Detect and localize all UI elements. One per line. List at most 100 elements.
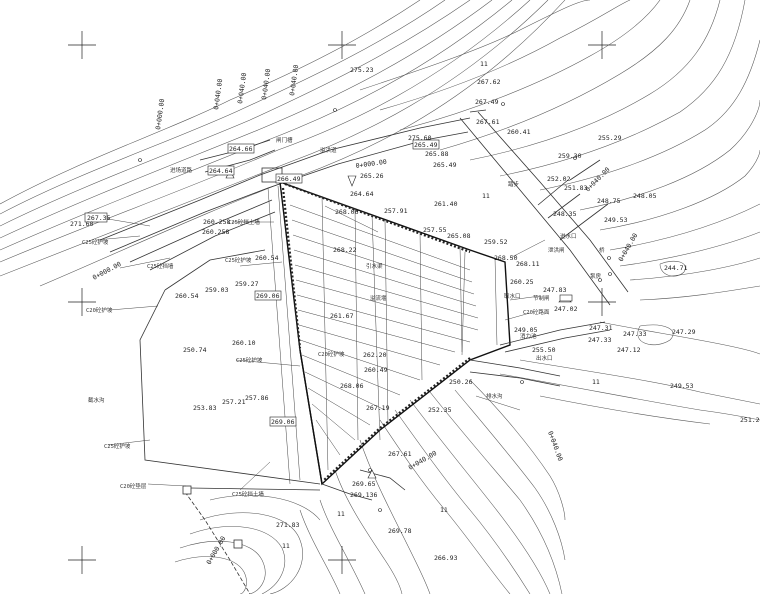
elev-25124: 251.24 — [740, 416, 760, 424]
box-elev-7: 269.06 — [271, 418, 295, 426]
callout-c25-3: C25砼护坡 — [225, 256, 252, 264]
elev-26811: 268.11 — [516, 260, 540, 268]
elev-25903: 259.03 — [205, 286, 229, 294]
elev-26025b: 260.258 — [203, 218, 230, 226]
elev-26167: 261.67 — [330, 312, 354, 320]
callout-c25-5: C25砼护坡 — [236, 356, 263, 364]
dist-2620: 262.20 — [363, 351, 387, 359]
elev-24733-b: 247.33 — [588, 336, 612, 344]
elev-25721: 257.21 — [222, 398, 246, 406]
station-top-5: 0+040.00 — [288, 64, 300, 96]
leader-lines — [95, 216, 546, 491]
index-11-b: 11 — [482, 192, 490, 200]
station-top-3: 0+040.00 — [236, 72, 248, 104]
station-top-4: 0+040.00 — [260, 68, 272, 100]
elev-26978: 269.78 — [388, 527, 412, 535]
station-left: 0+000.00 — [91, 260, 122, 282]
elev-24471: 244.71 — [664, 264, 688, 272]
note-bridge: 桥 — [599, 246, 605, 254]
elev-27560: 275.60 — [408, 134, 432, 142]
note-water: 取水口 — [504, 292, 521, 300]
spillway-channel — [459, 109, 629, 306]
elev-25550: 255.50 — [532, 346, 556, 354]
elev-26693: 266.93 — [434, 554, 458, 562]
elev-26549c: 265.49 — [433, 161, 457, 169]
elev-24875: 248.75 — [597, 197, 621, 205]
boxed-labels: 267.35 264.64 264.66 266.49 265.49 269.0… — [84, 139, 440, 427]
elev-25074: 250.74 — [183, 346, 207, 354]
index-11-a: 11 — [480, 60, 488, 68]
box-elev-1: 267.35 — [87, 214, 111, 222]
callout-c20-4: C20砼路面 — [523, 308, 550, 316]
elev-26806: 268.06 — [335, 208, 359, 216]
feature-notes: 进场道路 闸门槽 溢洪道 踏步 进水口 泵房 取水口 截水沟 排水沟 消力池 出… — [88, 136, 605, 404]
box-elev-6: 269.06 — [256, 292, 280, 300]
main-structure — [267, 180, 511, 486]
elev-26010: 260.10 — [232, 339, 256, 347]
elev-26965: 269.65 — [352, 480, 376, 488]
index-11-c: 11 — [592, 378, 600, 386]
elev-26526: 265.26 — [360, 172, 384, 180]
elev-24702: 247.02 — [554, 305, 578, 313]
note-intake: 进水口 — [560, 232, 577, 240]
elev-26719: 267.19 — [366, 404, 390, 412]
elev-27183: 271.83 — [276, 521, 300, 529]
callout-c25-4: C25砼挡土墙 — [228, 218, 260, 226]
note-pump: 泵房 — [590, 272, 602, 280]
elev-27523: 275.23 — [350, 66, 374, 74]
callout-c25-7: C25砼挡土墙 — [232, 490, 264, 498]
note-gate: 闸门槽 — [276, 136, 293, 144]
callout-c20-2: C20砼垫层 — [120, 482, 147, 490]
box-elev-4: 266.49 — [277, 175, 301, 183]
elev-25529: 255.29 — [598, 134, 622, 142]
contours-bottom — [174, 379, 566, 594]
elev-26749: 267.49 — [475, 98, 499, 106]
index-11-f: 11 — [440, 506, 448, 514]
elev-26762: 267.62 — [477, 78, 501, 86]
elev-24953b: 249.53 — [604, 216, 628, 224]
elev-26054-b: 260.54 — [255, 254, 279, 262]
note-sluice: 节制闸 — [533, 294, 550, 302]
elev-26588: 265.88 — [425, 150, 449, 158]
elev-25235: 252.35 — [428, 406, 452, 414]
note-river: 溢洪道 — [320, 146, 337, 154]
station-top-2: 0+040.00 — [212, 78, 224, 110]
elev-24905: 249.05 — [514, 326, 538, 334]
box-elev-3: 264.66 — [229, 145, 253, 153]
callout-c20-3: C20砼护坡 — [318, 350, 345, 358]
note-mudd: 消力池 — [520, 332, 537, 340]
elev-25383: 253.83 — [193, 404, 217, 412]
note-road: 进场道路 — [170, 166, 193, 174]
elev-24835: 248.35 — [553, 210, 577, 218]
contour-index: 11 11 11 11 11 11 — [282, 60, 600, 550]
elev-24729: 247.29 — [672, 328, 696, 336]
elev-25786: 257.86 — [245, 394, 269, 402]
elev-26761: 267.61 — [476, 118, 500, 126]
note-channel: 引水渠 — [366, 262, 383, 270]
elev-26806-b: 268.06 — [340, 382, 364, 390]
elev-26049: 260.49 — [364, 366, 388, 374]
elev-25755: 257.55 — [423, 226, 447, 234]
elev-24731: 247.31 — [589, 324, 613, 332]
note-stair: 踏步 — [508, 180, 520, 188]
elev-24783: 247.83 — [543, 286, 567, 294]
elev-25952: 259.52 — [484, 238, 508, 246]
elev-26140: 261.40 — [434, 200, 458, 208]
elev-26041: 260.41 — [507, 128, 531, 136]
elev-24805: 248.05 — [633, 192, 657, 200]
note-level: 溢流堰 — [370, 294, 387, 302]
elev-25927: 259.27 — [235, 280, 259, 288]
elev-269136: 269.136 — [350, 491, 377, 499]
callout-c20-1: C20砼护坡 — [86, 306, 113, 314]
station-right: 0+040.00 — [617, 232, 640, 263]
station-right-top: 0+040.00 — [584, 166, 612, 194]
elev-24733: 247.33 — [623, 330, 647, 338]
station-top-1: 0+000.00 — [154, 98, 166, 130]
elev-26822: 268.22 — [333, 246, 357, 254]
elev-25930: 259.30 — [558, 152, 582, 160]
elev-24953: 249.53 — [670, 382, 694, 390]
note-spill: 泄洪闸 — [548, 246, 565, 254]
material-callouts: C25砼护坡 C25砼挡墙 C25砼护坡 C25砼挡土墙 C20砼护坡 C25砼… — [82, 218, 550, 498]
